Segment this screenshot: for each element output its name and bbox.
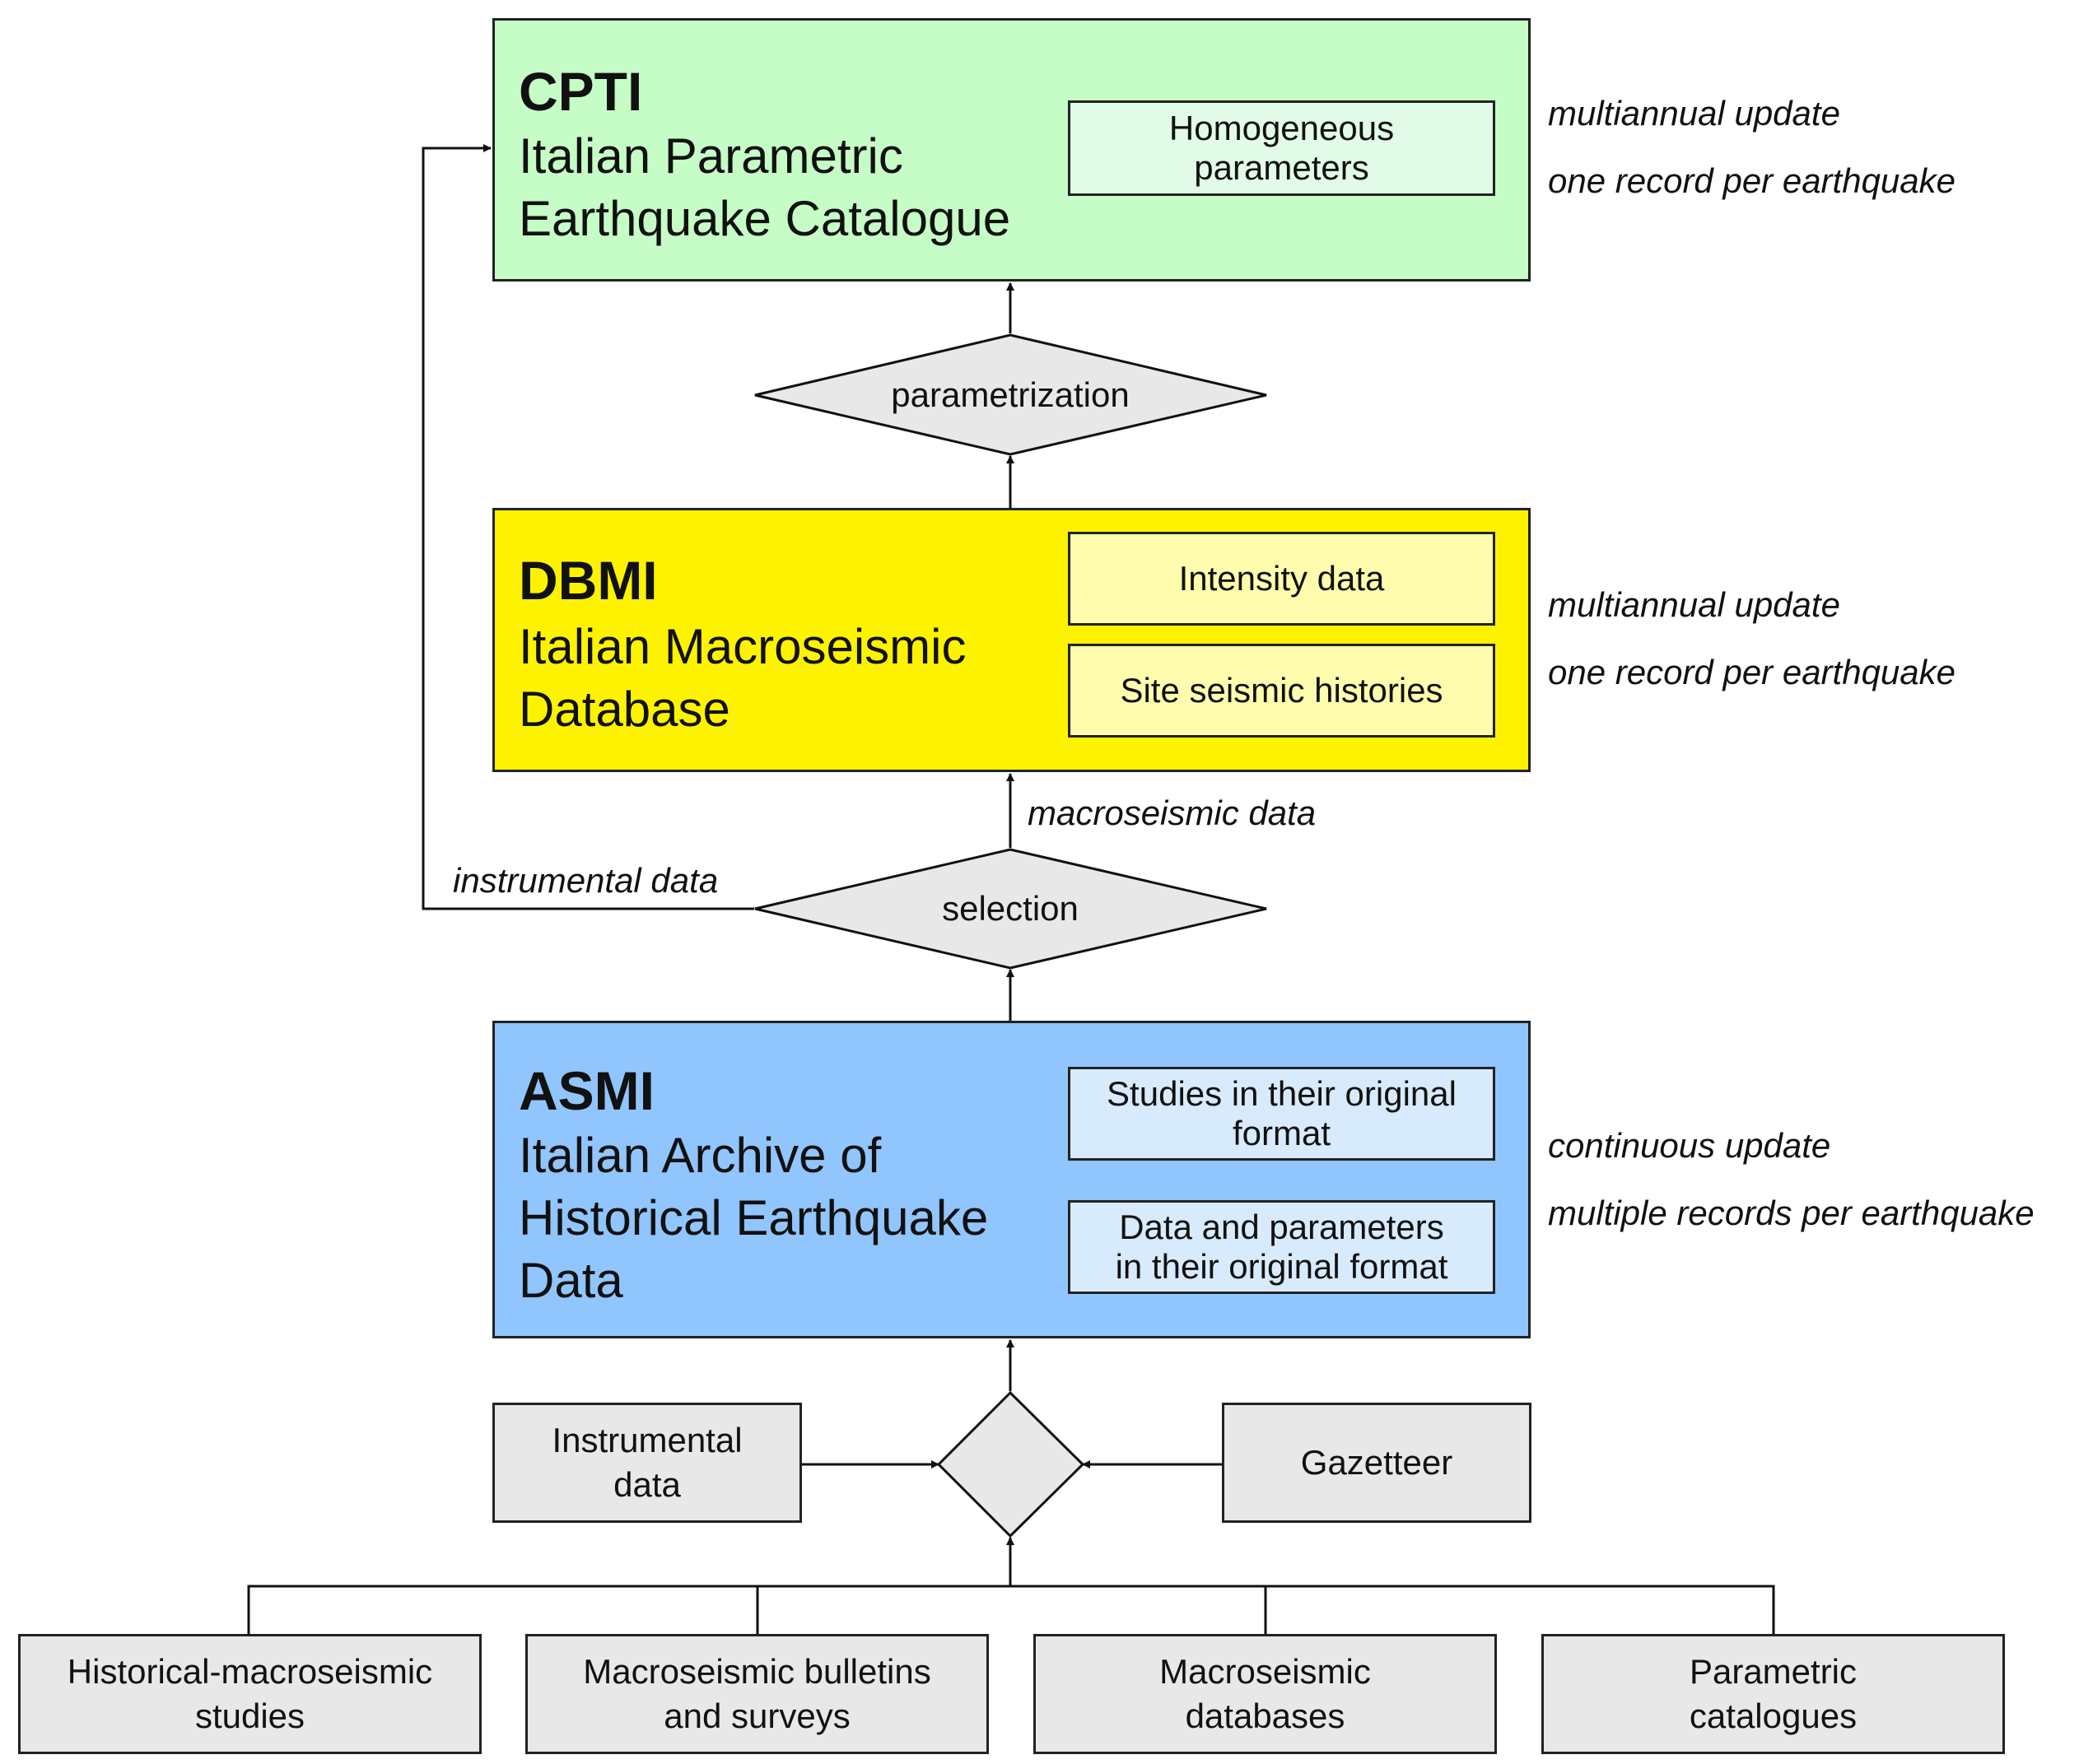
dbmi-site-seismic-histories: Site seismic histories bbox=[1068, 644, 1495, 738]
dbmi-update-note: multiannual update bbox=[1548, 585, 1840, 624]
instrumental-data-box: Instrumental data bbox=[492, 1403, 802, 1523]
source-historical-macroseismic-studies: Historical-macroseismic studies bbox=[18, 1634, 482, 1754]
dbmi-subtitle-line1: Italian Macroseismic bbox=[519, 619, 967, 674]
asmi-subtitle-line3: Data bbox=[519, 1253, 623, 1308]
cpti-update-note: multiannual update bbox=[1548, 94, 1840, 133]
source-macroseismic-databases: Macroseismic databases bbox=[1033, 1634, 1497, 1754]
parametrization-label: parametrization bbox=[891, 375, 1130, 414]
merge-diamond bbox=[936, 1390, 1085, 1538]
selection-diamond bbox=[754, 848, 1267, 970]
cpti-subtitle-line1: Italian Parametric bbox=[519, 128, 903, 184]
parametrization-diamond bbox=[754, 333, 1267, 456]
cpti-title: CPTI bbox=[519, 61, 643, 122]
asmi-subtitle-line1: Italian Archive of bbox=[519, 1128, 882, 1183]
selection-label: selection bbox=[942, 889, 1079, 928]
sources-bus bbox=[247, 1585, 1775, 1634]
dbmi-subtitle-line2: Database bbox=[519, 682, 730, 737]
source-parametric-catalogues: Parametric catalogues bbox=[1541, 1634, 2005, 1754]
source-macroseismic-bulletins: Macroseismic bulletins and surveys bbox=[525, 1634, 989, 1754]
asmi-subtitle-line2: Historical Earthquake bbox=[519, 1190, 989, 1245]
asmi-record-note: multiple records per earthquake bbox=[1548, 1194, 2035, 1232]
instrumental-data-label: instrumental data bbox=[453, 861, 719, 900]
asmi-update-note: continuous update bbox=[1548, 1126, 1831, 1165]
macroseismic-data-label: macroseismic data bbox=[1028, 794, 1317, 832]
cpti-subtitle-line2: Earthquake Catalogue bbox=[519, 191, 1011, 246]
gazetteer-box: Gazetteer bbox=[1222, 1403, 1531, 1523]
cpti-homogeneous-parameters: Homogeneous parameters bbox=[1068, 100, 1495, 196]
asmi-data-parameters-original-format: Data and parameters in their original fo… bbox=[1068, 1200, 1495, 1294]
cpti-record-note: one record per earthquake bbox=[1548, 161, 1955, 200]
asmi-studies-original-format: Studies in their original format bbox=[1068, 1067, 1495, 1161]
asmi-title: ASMI bbox=[519, 1060, 655, 1121]
arrow-instrumental-to-cpti bbox=[422, 144, 754, 910]
dbmi-title: DBMI bbox=[519, 550, 658, 611]
dbmi-intensity-data: Intensity data bbox=[1068, 532, 1495, 626]
dbmi-record-note: one record per earthquake bbox=[1548, 653, 1955, 691]
